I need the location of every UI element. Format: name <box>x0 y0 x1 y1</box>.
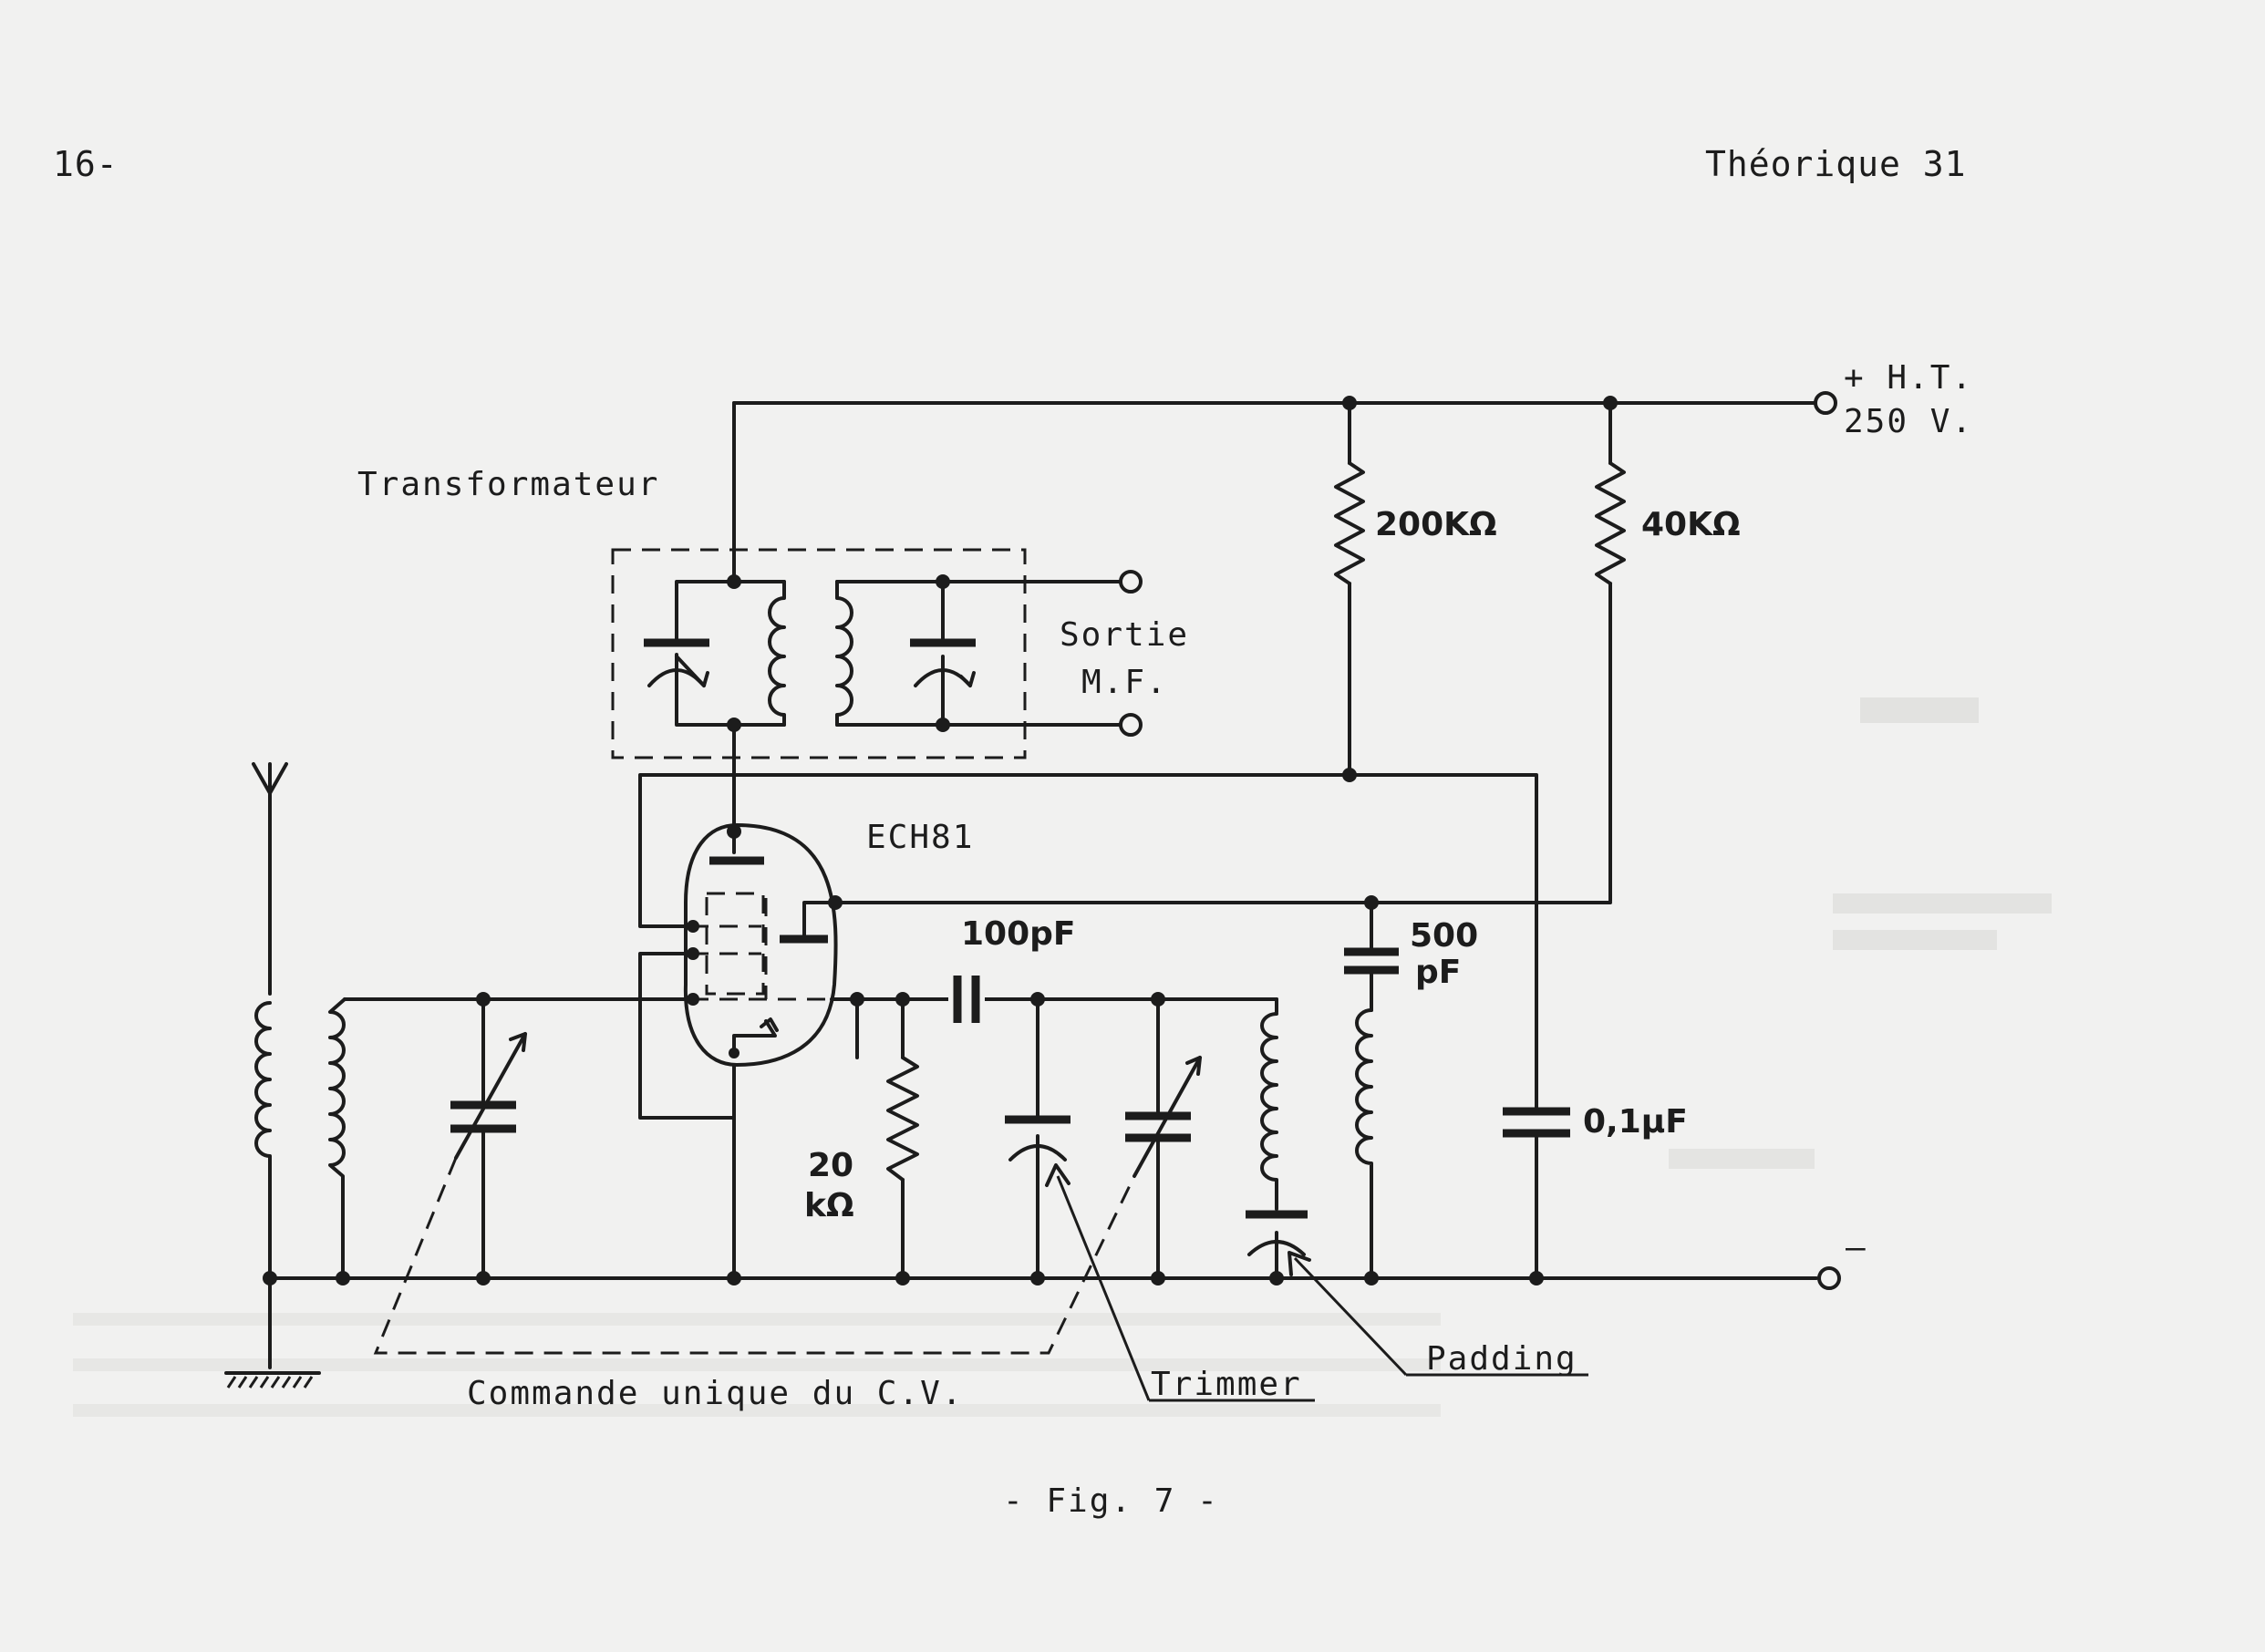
gang-linkage <box>373 1157 1136 1355</box>
gang-label: Commande unique du C.V. <box>467 1375 964 1412</box>
resistor-20k-label-line2: kΩ <box>804 1187 854 1224</box>
trimmer-callout <box>1045 1163 1315 1402</box>
minus-sign: – <box>1846 1229 1867 1266</box>
transformer-label: Transformateur <box>357 466 659 503</box>
supply-label-line2: 250 V. <box>1844 403 1973 440</box>
capacitor-500-label-line1: 500 <box>1410 917 1478 955</box>
capacitor-500-label-line2: pF <box>1415 954 1461 991</box>
tube-connections <box>638 773 1612 1280</box>
resistor-200k-label: 200KΩ <box>1375 506 1497 543</box>
padding-callout <box>1288 1251 1588 1377</box>
trimmer-label: Trimmer <box>1151 1366 1302 1403</box>
ground-rail <box>263 1266 1841 1290</box>
padding-label: Padding <box>1426 1340 1577 1378</box>
output-label-line2: M.F. <box>1081 664 1168 701</box>
tube-ech81 <box>683 723 843 1067</box>
supply-label-line1: + H.T. <box>1844 359 1973 397</box>
transformer <box>611 548 1143 759</box>
tube-label: ECH81 <box>866 819 974 856</box>
bleed-through-text <box>73 697 2052 1417</box>
capacitor-0-1uf-label: 0,1μF <box>1583 1103 1688 1141</box>
antenna <box>224 762 321 1389</box>
ground-terminal <box>1817 1266 1841 1290</box>
page-number: 16- <box>53 144 119 184</box>
variable-capacitor-input <box>450 997 527 1280</box>
figure-caption: - Fig. 7 - <box>1003 1482 1219 1520</box>
ht-rail <box>732 391 1837 583</box>
capacitor-500pf <box>1344 901 1399 1280</box>
resistor-200k <box>1334 401 1365 782</box>
resistor-20k-label-line1: 20 <box>808 1147 853 1184</box>
resistor-40k <box>1595 401 1626 903</box>
ht-terminal <box>1814 391 1837 415</box>
capacitor-100pf-label: 100pF <box>961 915 1076 953</box>
page-title: Théorique 31 <box>1705 144 1967 184</box>
resistor-40k-label: 40KΩ <box>1641 506 1741 543</box>
oscillator-network <box>830 976 1308 1280</box>
capacitor-0-1uf <box>1503 1092 1570 1280</box>
output-label-line1: Sortie <box>1060 616 1189 654</box>
